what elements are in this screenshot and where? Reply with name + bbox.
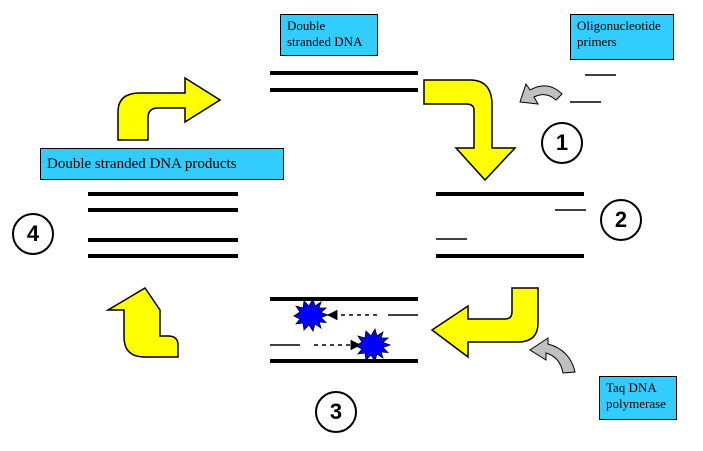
cycle-arrow-bottom-right [430,287,539,359]
starburst-icon [293,297,330,332]
step2-strands [436,192,586,258]
label-ds-dna: Double stranded DNA [280,14,378,56]
label-taq: Taq DNA polymerase [599,376,677,420]
cycle-arrow-top-left [117,76,222,141]
step3-strands [270,297,418,363]
label-products: Double stranded DNA products [40,148,284,180]
cycle-arrow-top-right [423,79,517,182]
step-number-4: 4 [12,213,54,255]
step-number-1: 1 [541,122,583,164]
starburst-icon [355,327,392,362]
primer-lines [570,74,616,103]
ds-dna-strands [270,71,418,92]
step-number-2: 2 [600,199,642,241]
step-number-3: 3 [315,391,357,433]
products-strands [88,192,238,258]
label-primers: Oligonucleotide primers [570,14,674,60]
curved-arrow-icon [529,337,576,374]
cycle-arrow-bottom-left [105,286,179,358]
curved-arrow-icon [519,82,563,105]
